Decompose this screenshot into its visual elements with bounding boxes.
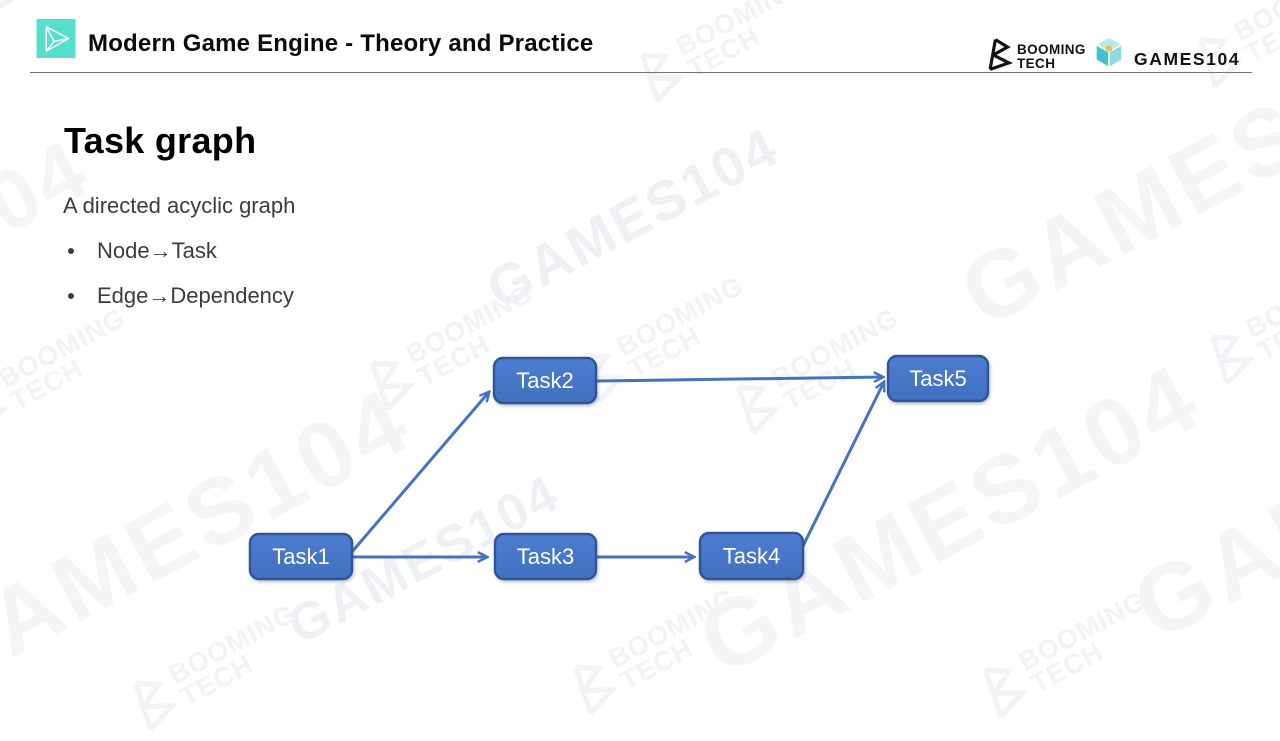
bullet-text: Edge→Dependency: [97, 283, 294, 308]
slide-subtitle: A directed acyclic graph: [63, 193, 296, 218]
task-node-rect: [493, 532, 598, 581]
task-node-task4: Task4: [698, 531, 805, 581]
edge-task1-task2: [349, 392, 489, 554]
edge-task4-task5: [798, 382, 884, 553]
task-node-label: Task1: [272, 544, 329, 569]
task-node-rect: [886, 354, 990, 403]
diagram-edges: [349, 377, 884, 557]
task-node-label: Task4: [723, 544, 780, 569]
task-node-label: Task3: [517, 544, 574, 569]
task-node-rect: [248, 532, 354, 581]
bullet-text: Node→Task: [97, 238, 217, 263]
task-node-rect: [698, 531, 805, 581]
bullet-item: Node→Task: [68, 238, 294, 264]
edge-task2-task5: [596, 377, 883, 381]
task-node-task5: Task5: [886, 354, 990, 403]
task-node-task3: Task3: [493, 532, 598, 581]
bullet-dot-icon: [68, 248, 74, 254]
task-node-label: Task5: [909, 366, 966, 391]
bullet-item: Edge→Dependency: [68, 283, 294, 309]
task-node-task1: Task1: [248, 532, 354, 581]
task-node-task2: Task2: [492, 356, 598, 405]
bullet-dot-icon: [68, 293, 74, 299]
slide-title: Task graph: [64, 120, 257, 161]
task-node-label: Task2: [516, 368, 573, 393]
